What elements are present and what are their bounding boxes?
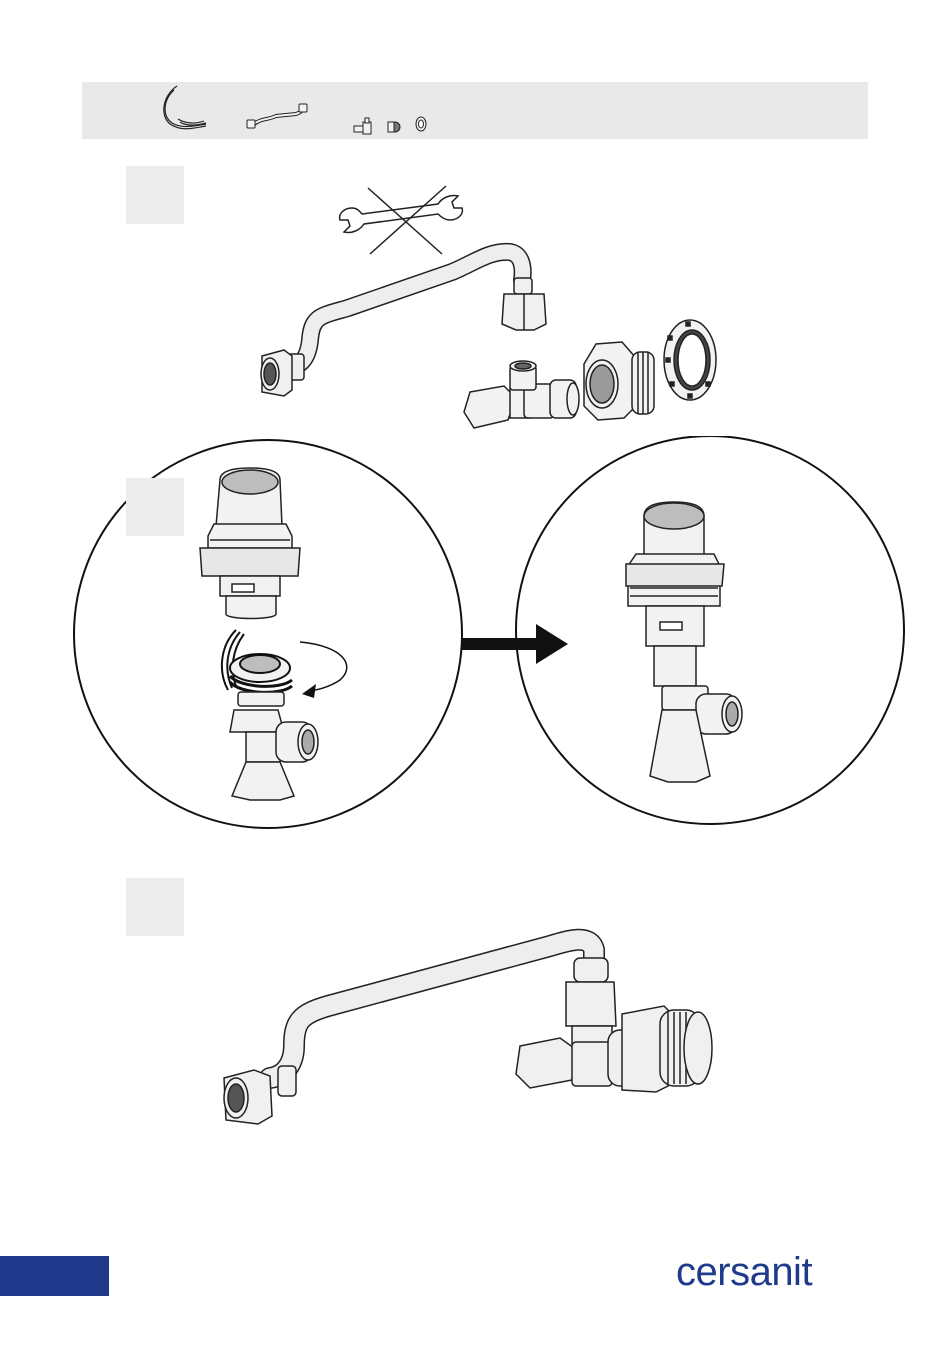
brand-logo: cersanit bbox=[676, 1250, 846, 1300]
parts-bar bbox=[82, 82, 868, 139]
step-1-illustration bbox=[240, 180, 740, 440]
valve-set-icon bbox=[354, 117, 426, 134]
lock-nut bbox=[664, 320, 716, 400]
sealing-tape-icon bbox=[164, 86, 206, 129]
step-3-illustration bbox=[210, 910, 730, 1140]
parts-bar-graphic bbox=[82, 82, 868, 139]
footer-accent-bar bbox=[0, 1256, 109, 1296]
step-1-box bbox=[126, 166, 184, 224]
threaded-connector bbox=[584, 342, 654, 420]
step-2-illustration bbox=[70, 436, 910, 836]
step-3-box bbox=[126, 878, 184, 936]
step-2-detail-circle-right bbox=[516, 436, 904, 824]
no-wrench-icon bbox=[340, 186, 463, 254]
assembled-hose-and-valve bbox=[224, 940, 712, 1124]
angle-valve bbox=[464, 361, 579, 428]
flexible-hose-icon bbox=[247, 104, 307, 128]
step-2-box bbox=[126, 478, 184, 536]
flexible-hose bbox=[261, 252, 546, 396]
